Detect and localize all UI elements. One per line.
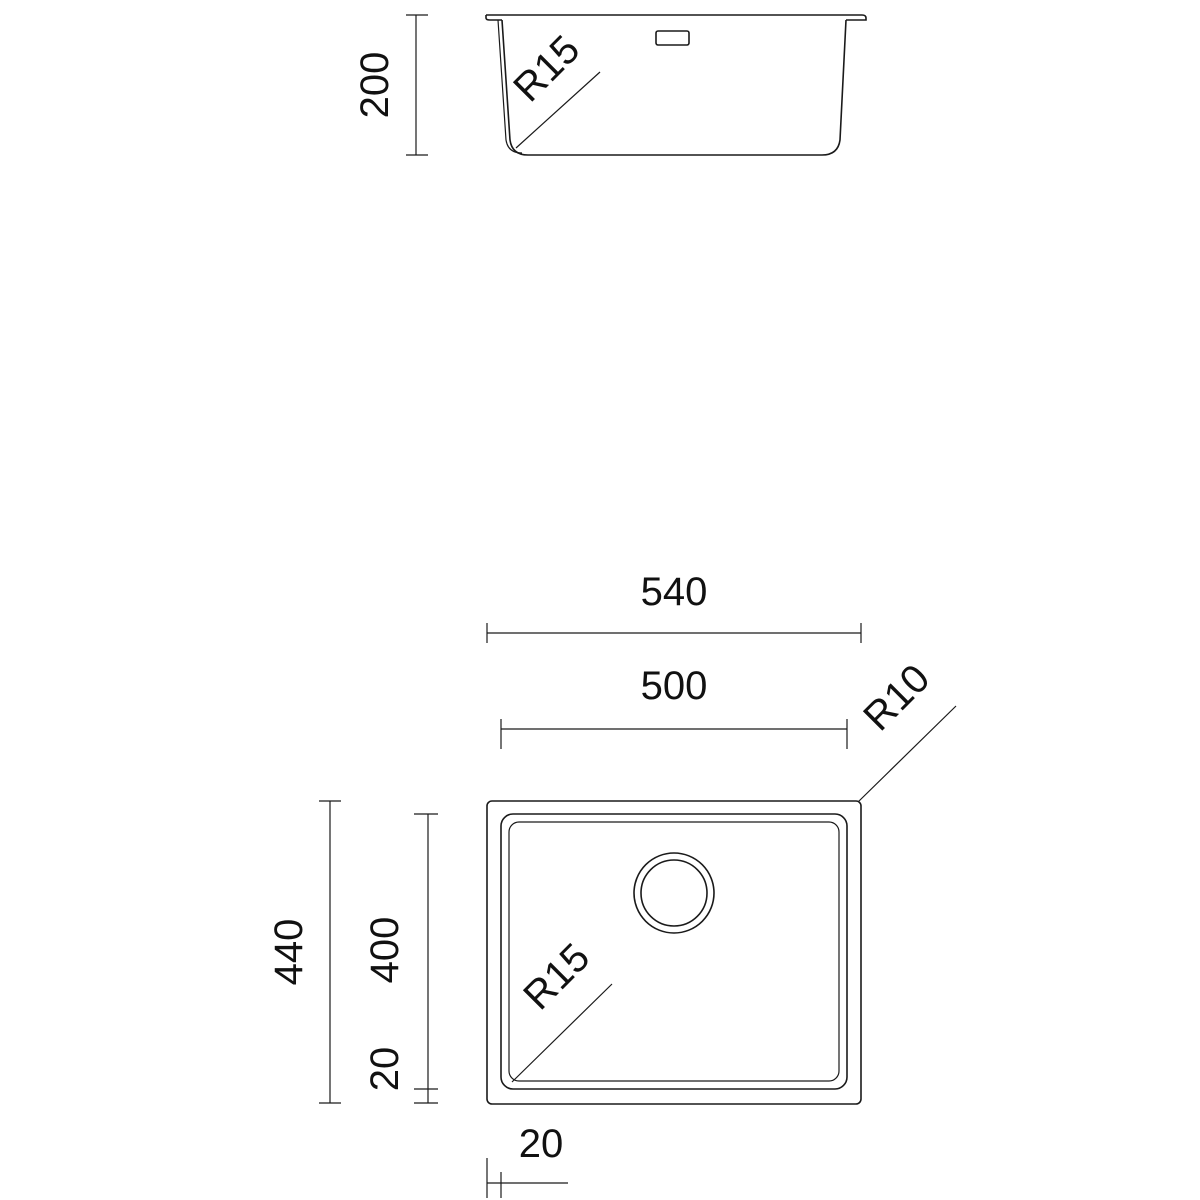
- sink-rim: [486, 800, 862, 1105]
- top-view: 540 500 R10 440: [267, 570, 957, 1198]
- drain-inner-circle: [640, 859, 708, 927]
- inner-depth-label: 400: [363, 917, 407, 984]
- dimension-width-500: 500: [500, 664, 848, 749]
- sink-bowl-inner: [508, 821, 840, 1082]
- sink-profile: R15: [485, 14, 867, 156]
- corner-radius-r10: R10: [855, 656, 957, 803]
- dimension-rim-horizontal-20: 20: [486, 1122, 568, 1198]
- dimension-height-200: 200: [353, 14, 428, 156]
- side-radius-label: R15: [505, 27, 588, 110]
- inner-width-label: 500: [641, 664, 708, 708]
- radius-leader-line: [515, 71, 601, 149]
- drain-outer-circle: [633, 852, 715, 934]
- overflow-slot: [655, 30, 690, 46]
- dimension-depth-440: 440: [267, 800, 341, 1104]
- inner-radius-leader: [511, 983, 613, 1083]
- outer-width-label: 540: [641, 570, 708, 614]
- dimension-depth-400: 400 20: [363, 813, 438, 1104]
- height-label: 200: [353, 52, 397, 119]
- rim-horizontal-label: 20: [519, 1122, 564, 1166]
- sink-top-outline: R15: [486, 800, 862, 1105]
- dimension-width-540: 540: [486, 570, 862, 643]
- outer-depth-label: 440: [267, 919, 311, 986]
- side-view: 200 R15: [353, 14, 867, 156]
- sink-bowl-outer: [500, 813, 848, 1090]
- corner-radius-label: R10: [855, 656, 938, 739]
- rim-vertical-label: 20: [363, 1047, 407, 1092]
- inner-radius-label: R15: [515, 935, 598, 1018]
